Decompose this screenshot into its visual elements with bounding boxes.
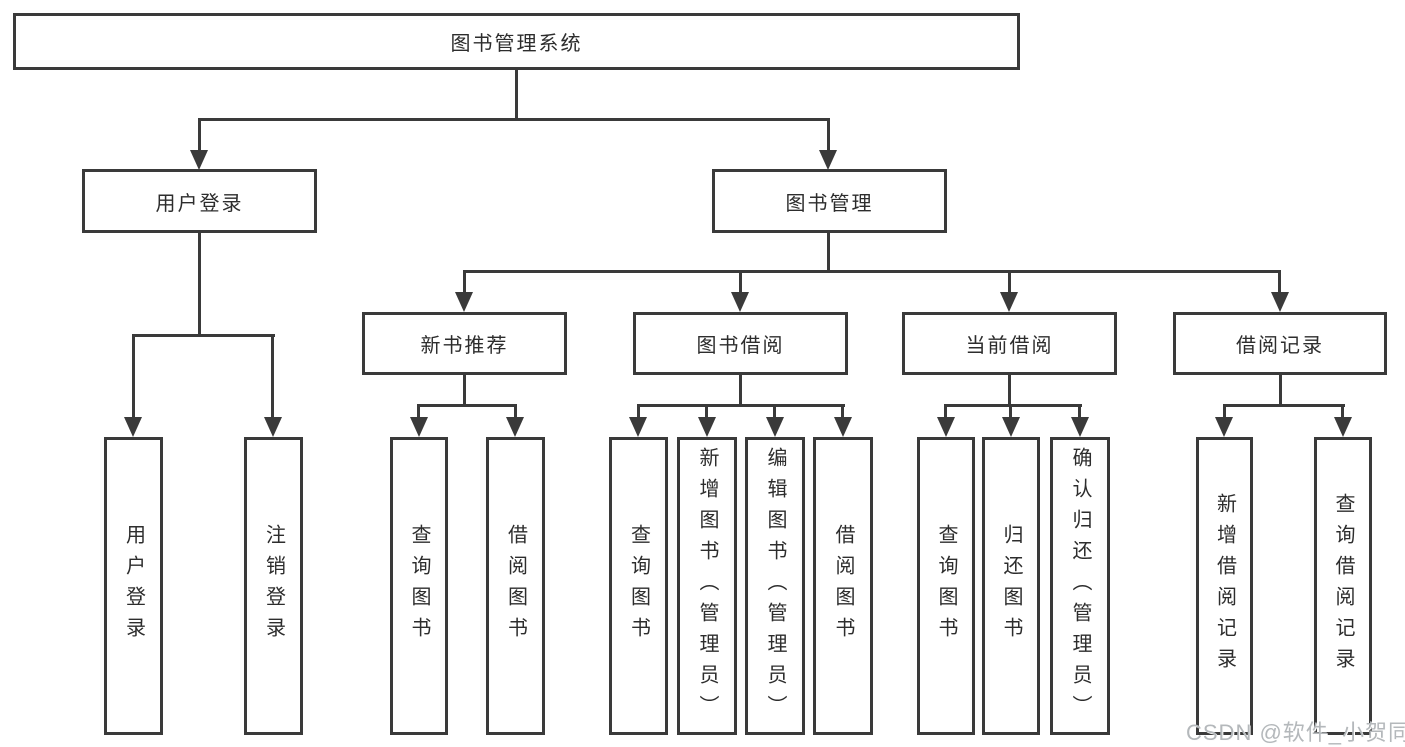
connector-user-down xyxy=(198,233,201,337)
node-user-login-branch: 用户登录 xyxy=(82,169,317,233)
leaf-borrow-edit-book-admin: 编辑图书（管理员） xyxy=(745,437,805,735)
connector-book-recommend-stem xyxy=(463,270,466,294)
node-book-management: 图书管理 xyxy=(712,169,947,233)
leaf-borrow-borrow-book: 借阅图书 xyxy=(813,437,873,735)
node-root: 图书管理系统 xyxy=(13,13,1020,70)
arrowhead-to-borrow-borrow-icon xyxy=(834,417,852,437)
arrowhead-to-new-book-recommend-icon xyxy=(455,292,473,312)
connector-book-horizontal xyxy=(463,270,1281,273)
connector-book-borrow-stem xyxy=(739,270,742,294)
connector-records-down xyxy=(1279,375,1282,407)
connector-current-horizontal xyxy=(944,404,1082,407)
connector-recommend-down xyxy=(463,375,466,407)
connector-root-down xyxy=(515,70,518,120)
connector-borrow-horizontal xyxy=(637,404,845,407)
connector-book-down xyxy=(827,233,830,273)
leaf-current-return-book: 归还图书 xyxy=(982,437,1040,735)
arrowhead-to-book-borrow-icon xyxy=(731,292,749,312)
leaf-recommend-query-book-label: 查询图书 xyxy=(408,524,430,648)
node-book-borrow: 图书借阅 xyxy=(633,312,848,375)
connector-records-horizontal xyxy=(1223,404,1345,407)
leaf-user-logout-label: 注销登录 xyxy=(262,524,285,648)
connector-book-current-stem xyxy=(1008,270,1011,294)
arrowhead-to-borrow-records-icon xyxy=(1271,292,1289,312)
connector-book-records-stem xyxy=(1278,270,1281,294)
connector-records-leaf2-stem xyxy=(1341,404,1344,419)
leaf-records-add-record: 新增借阅记录 xyxy=(1196,437,1253,735)
arrowhead-to-current-return-icon xyxy=(1002,417,1020,437)
node-new-book-recommend: 新书推荐 xyxy=(362,312,567,375)
connector-root-to-book-stem xyxy=(827,118,830,152)
node-borrow-records-label: 借阅记录 xyxy=(1236,335,1324,357)
arrowhead-to-book-management-icon xyxy=(819,150,837,170)
watermark: CSDN @软件_小贺同学 xyxy=(1186,720,1405,745)
leaf-borrow-borrow-book-label: 借阅图书 xyxy=(832,524,854,648)
node-book-management-label: 图书管理 xyxy=(785,192,874,215)
arrowhead-to-records-query-icon xyxy=(1334,417,1352,437)
leaf-current-confirm-return-admin-label: 确认归还（管理员） xyxy=(1069,446,1091,726)
arrowhead-to-user-login-icon xyxy=(190,150,208,170)
leaf-user-login: 用户登录 xyxy=(104,437,163,735)
arrowhead-to-borrow-edit-icon xyxy=(766,417,784,437)
leaf-current-return-book-label: 归还图书 xyxy=(1000,524,1022,648)
leaf-borrow-edit-book-admin-label: 编辑图书（管理员） xyxy=(764,446,786,726)
connector-borrow-leaf3-stem xyxy=(773,404,776,419)
connector-recommend-leaf2-stem xyxy=(514,404,517,419)
leaf-borrow-add-book-admin: 新增图书（管理员） xyxy=(677,437,737,735)
leaf-recommend-borrow-book: 借阅图书 xyxy=(486,437,545,735)
leaf-current-query-book-label: 查询图书 xyxy=(935,524,957,648)
node-book-borrow-label: 图书借阅 xyxy=(696,335,785,357)
leaf-recommend-borrow-book-label: 借阅图书 xyxy=(504,524,527,648)
node-root-label: 图书管理系统 xyxy=(450,33,583,55)
connector-borrow-leaf2-stem xyxy=(705,404,708,419)
connector-root-to-user-stem xyxy=(198,118,201,152)
leaf-records-query-record-label: 查询借阅记录 xyxy=(1332,493,1354,679)
connector-recommend-horizontal xyxy=(417,404,517,407)
node-new-book-recommend-label: 新书推荐 xyxy=(420,335,509,357)
node-current-borrow: 当前借阅 xyxy=(902,312,1117,375)
leaf-records-query-record: 查询借阅记录 xyxy=(1314,437,1372,735)
leaf-borrow-add-book-admin-label: 新增图书（管理员） xyxy=(696,446,718,726)
leaf-recommend-query-book: 查询图书 xyxy=(390,437,448,735)
node-current-borrow-label: 当前借阅 xyxy=(965,335,1054,357)
connector-borrow-leaf1-stem xyxy=(637,404,640,419)
connector-borrow-down xyxy=(739,375,742,407)
leaf-borrow-query-book-label: 查询图书 xyxy=(627,524,650,648)
leaf-records-add-record-label: 新增借阅记录 xyxy=(1213,493,1236,679)
leaf-current-query-book: 查询图书 xyxy=(917,437,975,735)
arrowhead-to-leaf-user-login-icon xyxy=(124,417,142,437)
connector-current-down xyxy=(1008,375,1011,407)
arrowhead-to-current-borrow-icon xyxy=(1000,292,1018,312)
arrowhead-to-recommend-query-icon xyxy=(410,417,428,437)
node-borrow-records: 借阅记录 xyxy=(1173,312,1387,375)
leaf-borrow-query-book: 查询图书 xyxy=(609,437,668,735)
connector-user-leaf2-stem xyxy=(271,334,274,419)
leaf-user-logout: 注销登录 xyxy=(244,437,303,735)
leaf-user-login-label: 用户登录 xyxy=(122,524,145,648)
arrowhead-to-current-query-icon xyxy=(937,417,955,437)
connector-user-horizontal xyxy=(132,334,275,337)
arrowhead-to-recommend-borrow-icon xyxy=(506,417,524,437)
arrowhead-to-borrow-query-icon xyxy=(629,417,647,437)
connector-current-leaf3-stem xyxy=(1078,404,1081,419)
connector-user-leaf1-stem xyxy=(132,334,135,419)
connector-current-leaf1-stem xyxy=(944,404,947,419)
connector-current-leaf2-stem xyxy=(1009,404,1012,419)
connector-records-leaf1-stem xyxy=(1223,404,1226,419)
leaf-current-confirm-return-admin: 确认归还（管理员） xyxy=(1050,437,1110,735)
arrowhead-to-current-confirm-icon xyxy=(1071,417,1089,437)
connector-borrow-leaf4-stem xyxy=(841,404,844,419)
connector-recommend-leaf1-stem xyxy=(417,404,420,419)
connector-root-horizontal xyxy=(198,118,830,121)
arrowhead-to-borrow-add-icon xyxy=(698,417,716,437)
arrowhead-to-leaf-user-logout-icon xyxy=(264,417,282,437)
node-user-login-branch-label: 用户登录 xyxy=(155,192,244,215)
arrowhead-to-records-add-icon xyxy=(1215,417,1233,437)
